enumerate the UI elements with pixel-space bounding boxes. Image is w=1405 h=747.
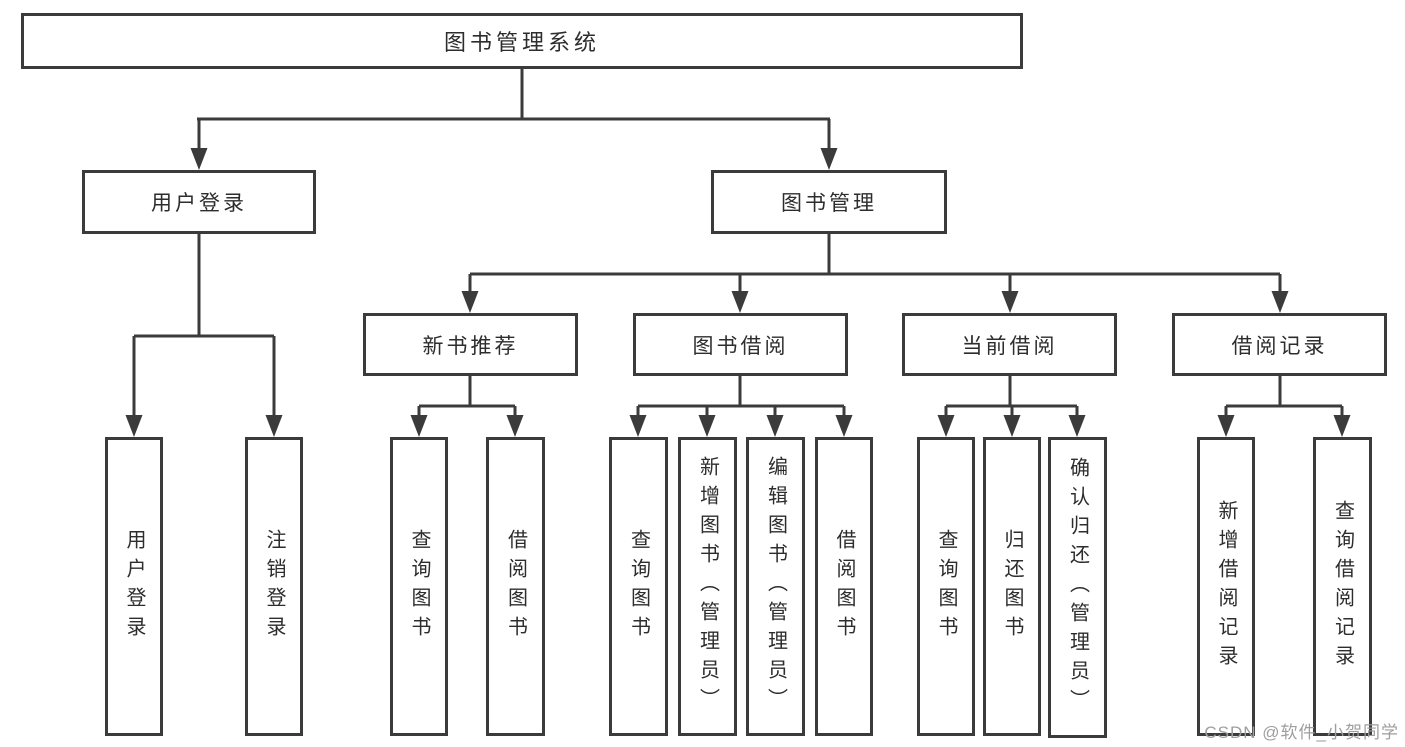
leaf-logout-label: 注销登录 [263,528,285,645]
leaf-record-query: 查询借阅记录 [1313,437,1372,736]
leaf-current-return-book-label: 归还图书 [1001,528,1023,645]
leaf-rec-query-book: 查询图书 [390,437,448,736]
leaf-record-query-label: 查询借阅记录 [1331,499,1354,674]
leaf-current-return-book: 归还图书 [983,437,1041,736]
leaf-borrow-edit-book-label: 编辑图书（管理员） [764,456,787,717]
arrow-head [766,415,784,437]
arrow-head [1271,291,1289,313]
arrow-head [1217,415,1235,437]
leaf-current-confirm-return-label: 确认归还（管理员） [1066,457,1089,718]
leaf-borrow-query-book-label: 查询图书 [627,528,650,645]
arrow-head [629,415,647,437]
leaf-current-confirm-return: 确认归还（管理员） [1048,437,1107,738]
leaf-record-add: 新增借阅记录 [1197,437,1255,736]
node-user-login: 用户登录 [82,170,316,234]
leaf-borrow-add-book: 新增图书（管理员） [678,437,737,736]
leaf-borrow-borrow-book-label: 借阅图书 [833,528,855,645]
arrow-head [835,415,853,437]
arrow-head [190,148,208,170]
node-new-book-recommend-label: 新书推荐 [422,334,519,358]
leaf-rec-borrow-book-label: 借阅图书 [504,528,527,645]
node-user-login-label: 用户登录 [151,192,247,215]
arrow-head [125,415,143,437]
node-new-book-recommend: 新书推荐 [363,313,578,376]
node-current-borrow: 当前借阅 [902,313,1117,376]
node-book-management-label: 图书管理 [781,192,877,215]
node-book-borrow: 图书借阅 [633,313,848,376]
leaf-borrow-borrow-book: 借阅图书 [815,437,873,736]
arrow-head [461,291,479,313]
leaf-borrow-query-book: 查询图书 [609,437,668,736]
arrow-head [410,415,428,437]
node-root-label: 图书管理系统 [443,30,600,55]
leaf-record-add-label: 新增借阅记录 [1215,499,1237,674]
leaf-borrow-add-book-label: 新增图书（管理员） [696,456,719,717]
node-root: 图书管理系统 [21,13,1023,69]
arrow-head [820,148,838,170]
leaf-current-query-book: 查询图书 [917,437,975,736]
node-current-borrow-label: 当前借阅 [961,334,1058,358]
arrow-head [937,415,955,437]
leaf-current-query-book-label: 查询图书 [935,528,957,645]
arrow-head [1068,415,1086,437]
node-borrow-record-label: 借阅记录 [1231,334,1328,358]
leaf-rec-borrow-book: 借阅图书 [486,437,545,736]
node-borrow-record: 借阅记录 [1172,313,1387,376]
leaf-logout: 注销登录 [245,437,303,736]
arrow-head [1003,415,1021,437]
arrow-head [506,415,524,437]
arrow-head [265,415,283,437]
arrow-head [1001,291,1019,313]
node-book-borrow-label: 图书借阅 [692,334,789,358]
arrow-head [1333,415,1351,437]
arrow-head [698,415,716,437]
leaf-rec-query-book-label: 查询图书 [408,528,430,645]
leaf-user-login: 用户登录 [105,437,163,736]
leaf-user-login-label: 用户登录 [123,528,145,645]
node-book-management: 图书管理 [711,170,947,234]
leaf-borrow-edit-book: 编辑图书（管理员） [746,437,805,736]
csdn-watermark: CSDN @软件_小贺同学 [1204,723,1399,742]
arrow-head [731,291,749,313]
